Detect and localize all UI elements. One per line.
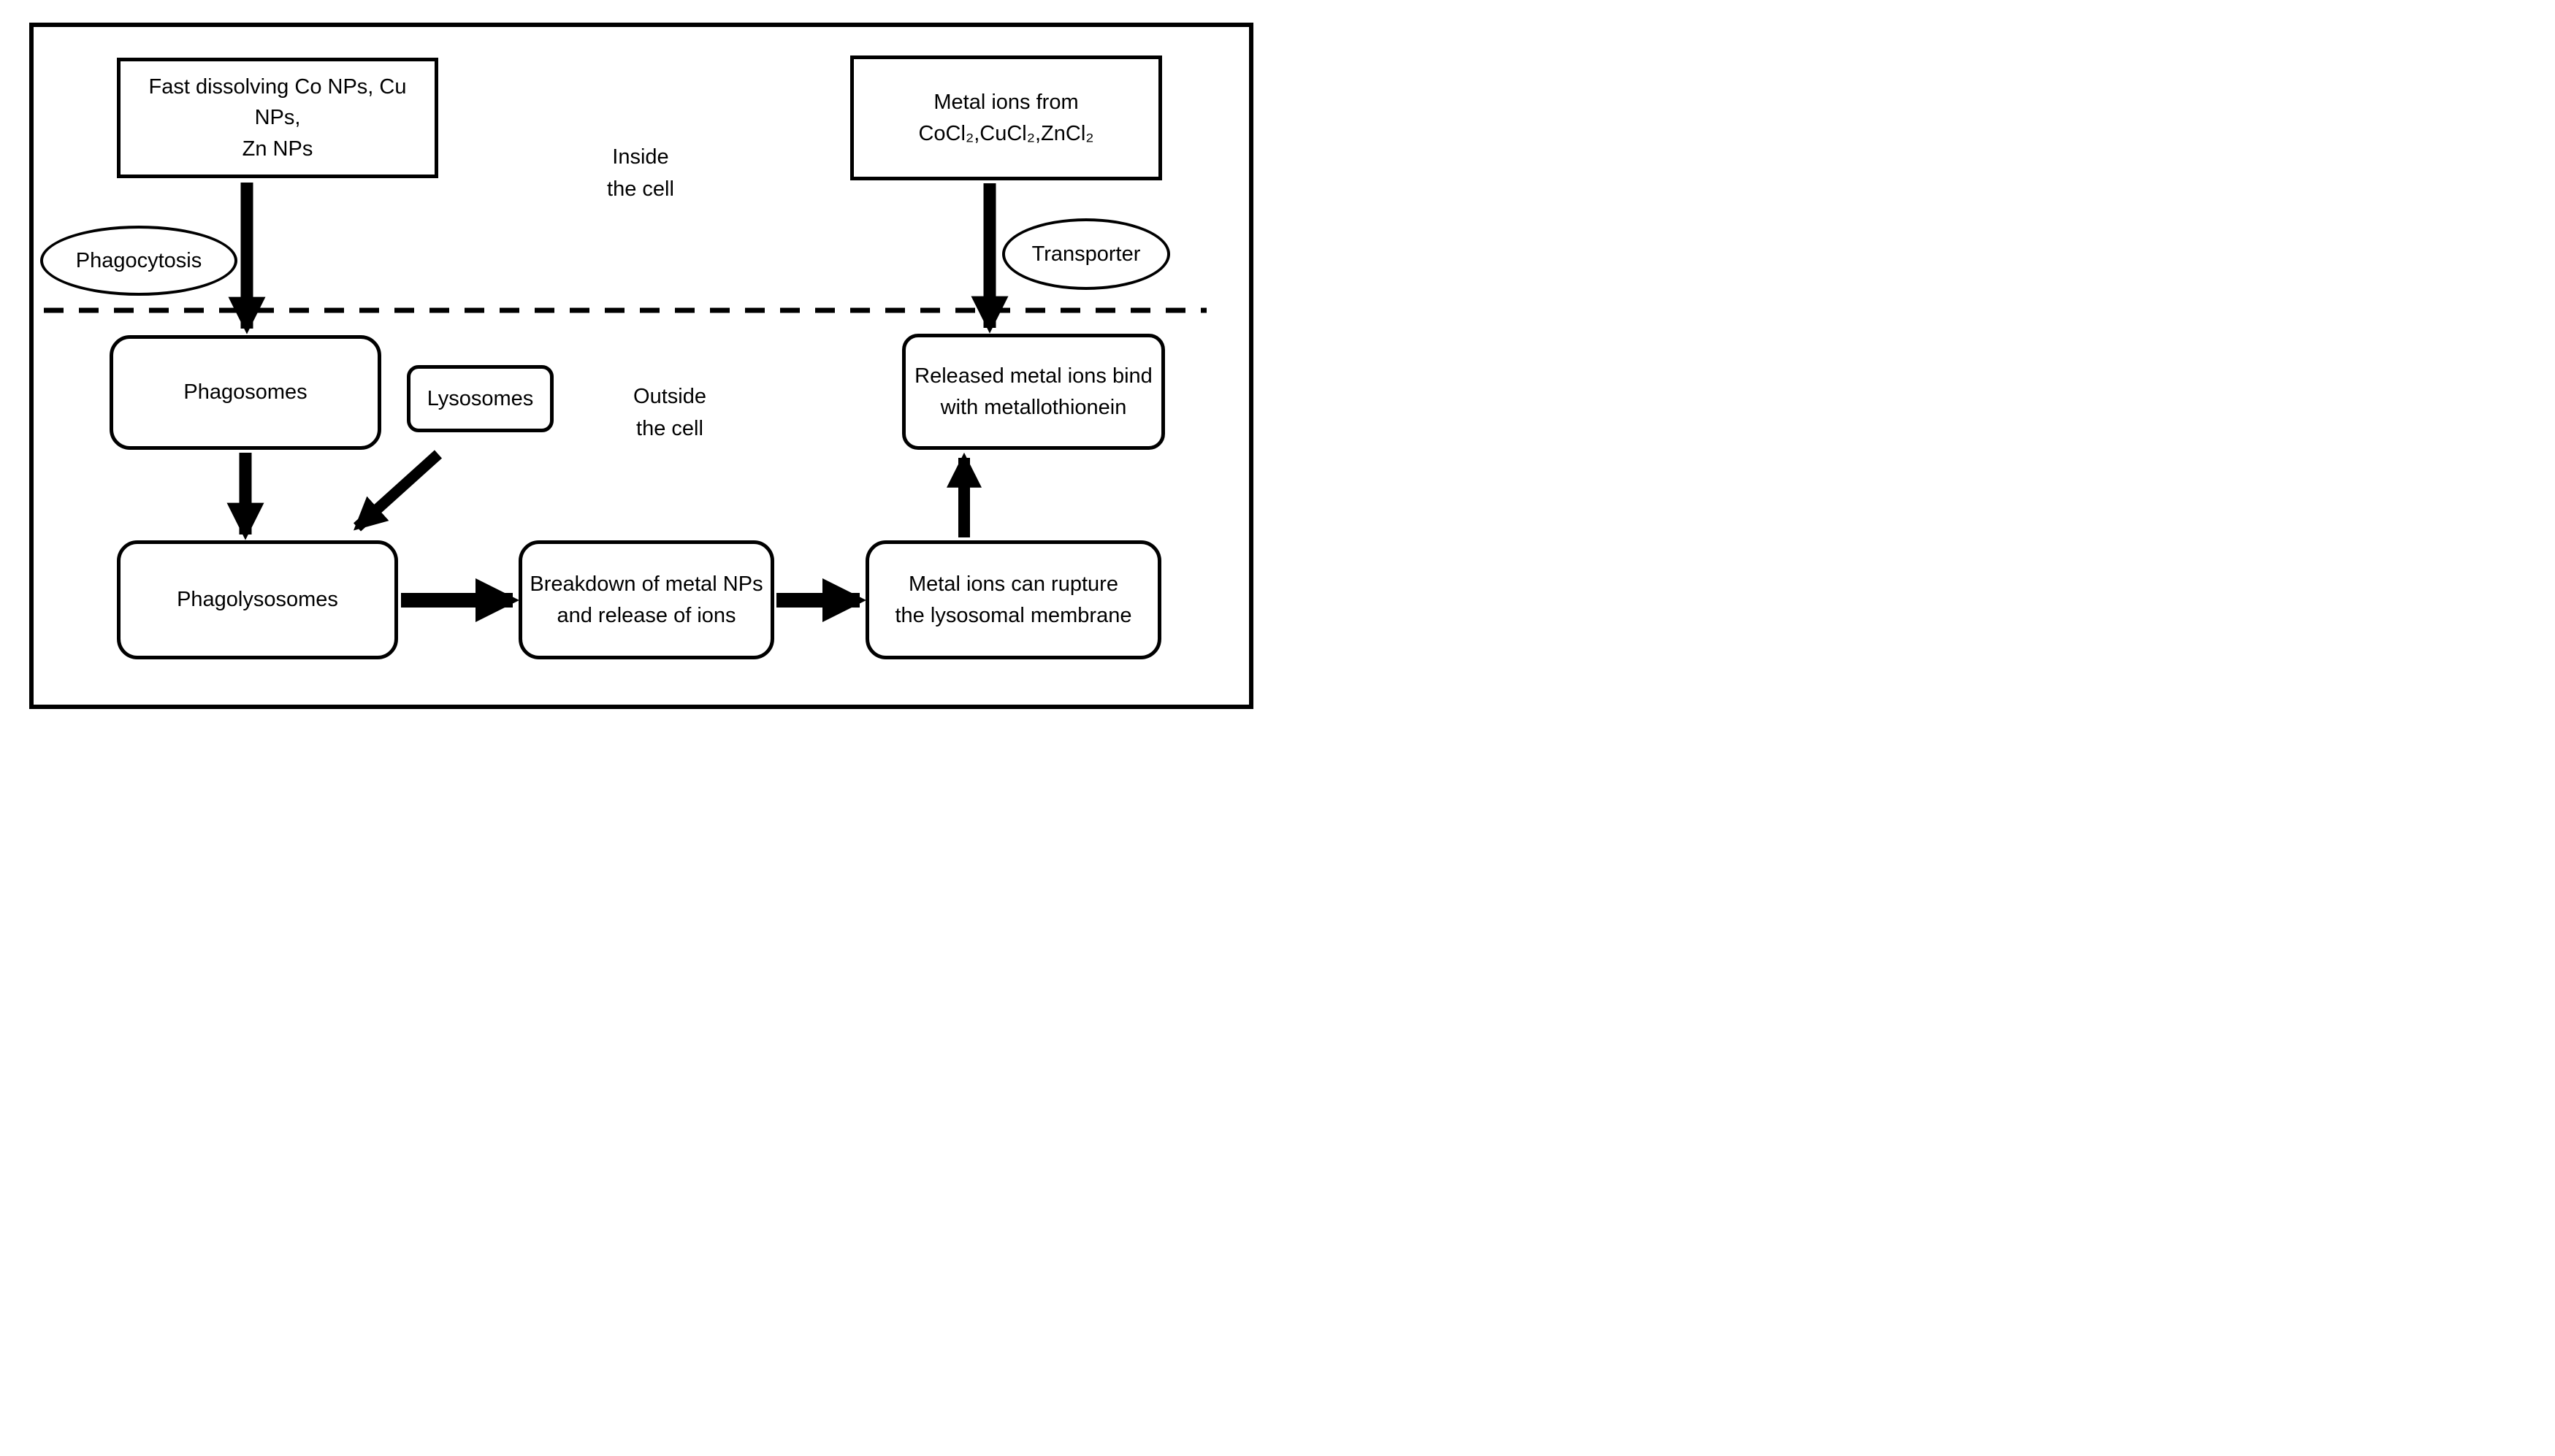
inside-the-cell-label: Inside the cell	[607, 145, 674, 201]
node-rupture-lysosomal-membrane: Metal ions can rupture the lysosomal mem…	[866, 540, 1161, 659]
node-transporter: Transporter	[1002, 218, 1170, 290]
node-released-ions-bind-label: Released metal ions bind with metallothi…	[914, 364, 1153, 419]
node-transporter-label: Transporter	[1031, 242, 1141, 266]
node-breakdown-of-nps-label: Breakdown of metal NPs and release of io…	[530, 572, 763, 627]
node-metal-ion-source-label: Metal ions from CoCl₂,CuCl₂,ZnCl₂	[918, 91, 1094, 145]
node-released-ions-bind: Released metal ions bind with metallothi…	[902, 334, 1165, 450]
node-lysosomes: Lysosomes	[407, 365, 554, 432]
node-phagocytosis-label: Phagocytosis	[75, 248, 202, 272]
node-breakdown-of-nps: Breakdown of metal NPs and release of io…	[519, 540, 774, 659]
node-lysosomes-label: Lysosomes	[427, 386, 534, 410]
node-phagocytosis: Phagocytosis	[40, 226, 237, 296]
node-fast-dissolving-nps-label: Fast dissolving Co NPs, Cu NPs, Zn NPs	[148, 75, 407, 161]
node-rupture-lysosomal-membrane-label: Metal ions can rupture the lysosomal mem…	[895, 572, 1132, 627]
node-phagolysosomes: Phagolysosomes	[117, 540, 398, 659]
node-phagosomes: Phagosomes	[110, 335, 381, 450]
node-phagosomes-label: Phagosomes	[183, 380, 308, 405]
node-fast-dissolving-nps: Fast dissolving Co NPs, Cu NPs, Zn NPs	[117, 58, 438, 178]
diagram-canvas: Fast dissolving Co NPs, Cu NPs, Zn NPs M…	[0, 0, 1278, 728]
outside-the-cell-label: Outside the cell	[633, 385, 706, 440]
node-phagolysosomes-label: Phagolysosomes	[177, 588, 338, 612]
node-metal-ion-source: Metal ions from CoCl₂,CuCl₂,ZnCl₂	[850, 55, 1162, 180]
cell-boundary-frame	[29, 23, 1253, 709]
